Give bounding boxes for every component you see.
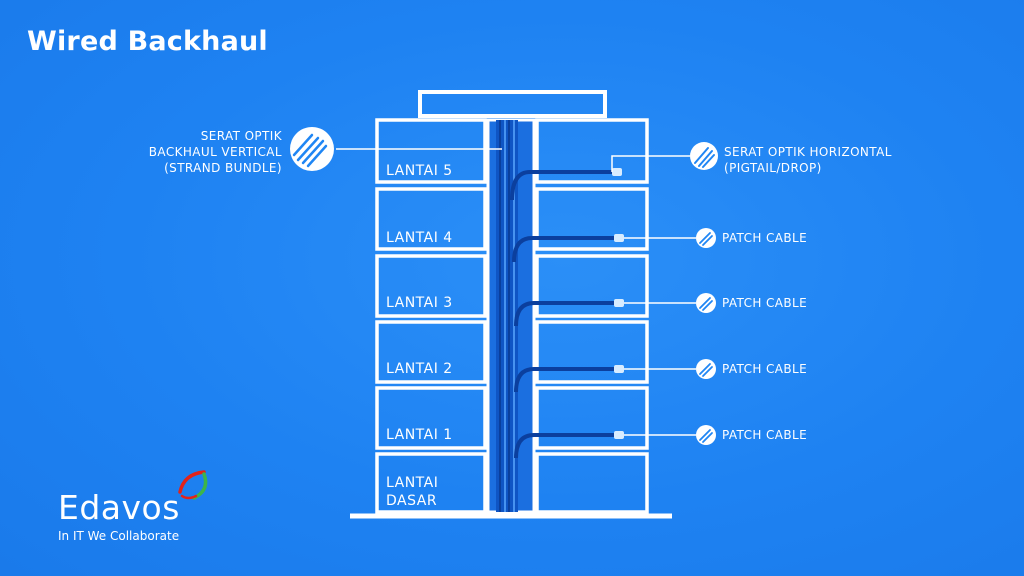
drop-cable-2 bbox=[514, 367, 614, 393]
drop-cable-1 bbox=[514, 433, 614, 459]
room-left-4 bbox=[375, 187, 487, 251]
floor-label-3: LANTAI 3 bbox=[386, 295, 453, 311]
connector-3 bbox=[614, 299, 624, 307]
connector-5 bbox=[612, 168, 622, 176]
floor-label-1: LANTAI 1 bbox=[386, 427, 453, 443]
room-left-5 bbox=[375, 118, 487, 184]
room-right-1 bbox=[535, 386, 649, 450]
callout-patch-cable: PATCH CABLE bbox=[722, 296, 808, 310]
left-rooms bbox=[375, 118, 487, 514]
callout-patch-cable: PATCH CABLE bbox=[722, 362, 808, 376]
room-right-3 bbox=[535, 254, 649, 318]
brand-swoosh-icon bbox=[178, 470, 208, 500]
leader-lines-right bbox=[611, 155, 696, 436]
patch-cable-icon bbox=[696, 359, 716, 379]
right-rooms bbox=[535, 118, 649, 514]
drop-cable-5 bbox=[510, 170, 612, 201]
callout-vertical-line3: (STRAND BUNDLE) bbox=[164, 161, 282, 175]
brand-logo: Edavos In IT We Collaborate bbox=[58, 490, 180, 544]
floor-label-5: LANTAI 5 bbox=[386, 163, 453, 179]
room-left-3 bbox=[375, 254, 487, 318]
callout-vertical-line2: BACKHAUL VERTICAL bbox=[148, 145, 282, 159]
brand-name: Edavos bbox=[58, 488, 180, 527]
callout-horizontal-line2: (PIGTAIL/DROP) bbox=[724, 161, 822, 175]
vertical-fiber-shaft bbox=[486, 118, 536, 514]
room-right-5 bbox=[535, 118, 649, 184]
floor-label-4: LANTAI 4 bbox=[386, 230, 453, 246]
horizontal-drops bbox=[510, 168, 624, 459]
room-right-ground bbox=[535, 452, 649, 514]
roof-structure bbox=[418, 90, 607, 118]
page-title: Wired Backhaul bbox=[27, 26, 268, 57]
connector-2 bbox=[614, 365, 624, 373]
brand-tagline: In IT We Collaborate bbox=[58, 529, 180, 543]
callout-vertical-line1: SERAT OPTIK bbox=[200, 129, 282, 143]
callout-horizontal-fiber: SERAT OPTIK HORIZONTAL (PIGTAIL/DROP) bbox=[724, 144, 892, 176]
room-left-1 bbox=[375, 386, 487, 450]
floor-label-ground: LANTAI DASAR bbox=[386, 474, 438, 510]
patch-cable-icon bbox=[696, 425, 716, 445]
drop-cable-3 bbox=[514, 301, 614, 327]
callout-patch-cable: PATCH CABLE bbox=[722, 428, 808, 442]
floor-label-ground-line2: DASAR bbox=[386, 493, 438, 509]
leader-line-horizontal bbox=[611, 155, 690, 172]
floor-label-2: LANTAI 2 bbox=[386, 361, 453, 377]
connector-1 bbox=[614, 431, 624, 439]
room-right-4 bbox=[535, 187, 649, 251]
fiber-bundle-icon bbox=[290, 127, 334, 171]
floor-label-ground-line1: LANTAI bbox=[386, 475, 439, 491]
drop-cable-4 bbox=[512, 236, 614, 263]
callout-patch-cable: PATCH CABLE bbox=[722, 231, 808, 245]
room-left-2 bbox=[375, 320, 487, 384]
fiber-pigtail-icon bbox=[690, 142, 718, 170]
room-left-ground bbox=[375, 452, 487, 514]
callout-horizontal-line1: SERAT OPTIK HORIZONTAL bbox=[724, 145, 892, 159]
connector-4 bbox=[614, 234, 624, 242]
patch-cable-icon bbox=[696, 228, 716, 248]
callout-vertical-fiber: SERAT OPTIK BACKHAUL VERTICAL (STRAND BU… bbox=[149, 128, 282, 176]
room-right-2 bbox=[535, 320, 649, 384]
riser-conduit bbox=[496, 120, 518, 512]
patch-cable-icon bbox=[696, 293, 716, 313]
